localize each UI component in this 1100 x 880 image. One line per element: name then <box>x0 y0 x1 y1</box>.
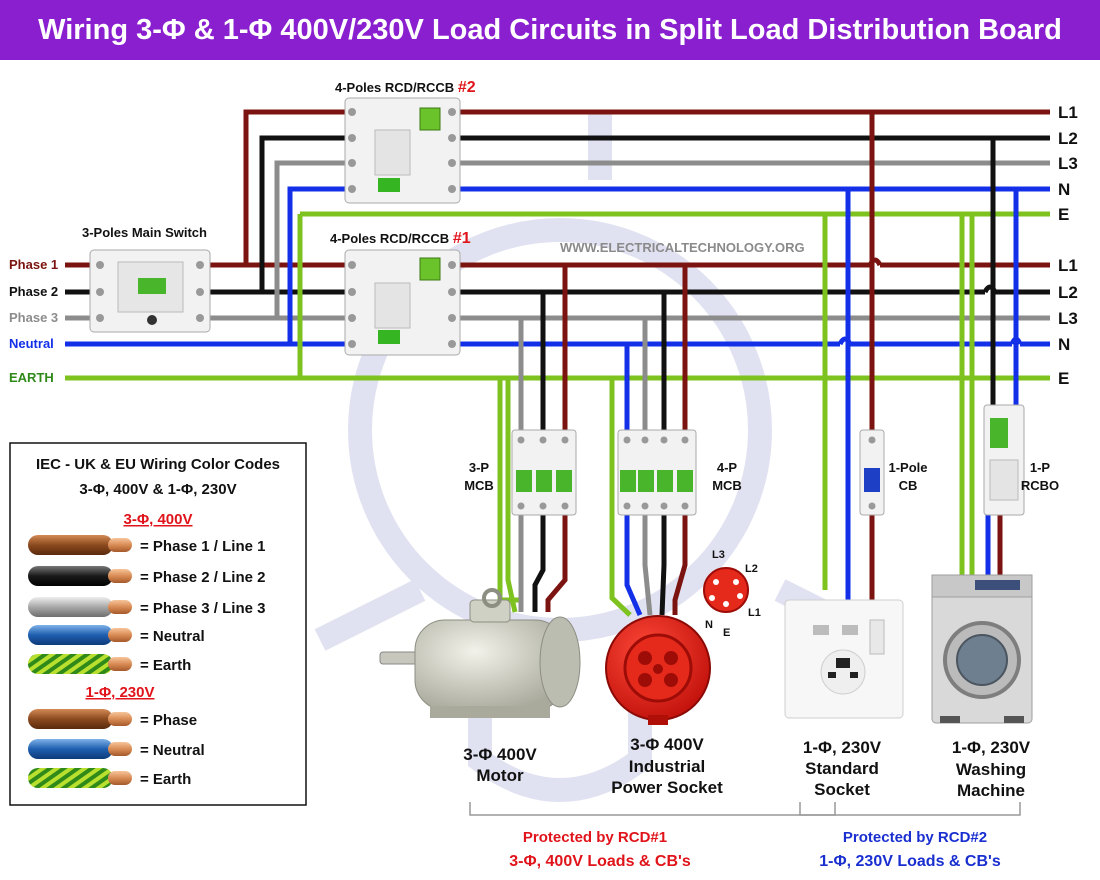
legend-items-3ph: = Phase 1 / Line 1 = Phase 2 / Line 2 = … <box>140 538 265 674</box>
standard-label-1: 1-Φ, 230V <box>803 738 882 757</box>
mcb-3p-label-2: MCB <box>464 478 494 493</box>
busbar-bottom-l1: L1 <box>1058 256 1078 275</box>
supply-phase1-label: Phase 1 <box>9 257 58 272</box>
rccb-1-label: 4-Poles RCD/RCCB #1 <box>330 230 471 247</box>
main-switch <box>89 249 211 333</box>
industrial-label-3: Power Socket <box>611 778 723 797</box>
socket-pinout <box>703 567 749 613</box>
mcb-4p-label-2: MCB <box>712 478 742 493</box>
legend-cables-3ph <box>28 535 132 674</box>
standard-label-2: Standard <box>805 759 879 778</box>
legend-item-1ph-earth: = Earth <box>140 771 191 788</box>
busbar-bottom-n: N <box>1058 335 1070 354</box>
blue-cable-icon <box>28 625 132 645</box>
industrial-label-1: 3-Φ 400V <box>630 735 704 754</box>
pin-l2: L2 <box>745 563 758 575</box>
legend-title-1: IEC - UK & EU Wiring Color Codes <box>36 456 280 473</box>
legend-item-phase3: = Phase 3 / Line 3 <box>140 600 265 617</box>
group-rcd2-line2: 1-Φ, 230V Loads & CB's <box>819 853 1001 870</box>
industrial-label-2: Industrial <box>629 757 706 776</box>
busbar-top-l3: L3 <box>1058 154 1078 173</box>
green-yellow-cable-icon <box>28 654 132 674</box>
brown-cable-icon <box>28 709 132 729</box>
pin-n: N <box>705 619 713 631</box>
busbar-labels-bottom: L1 L2 L3 N E <box>1058 256 1078 388</box>
rcbo-label-1: 1-P <box>1030 460 1051 475</box>
motor-illustration <box>379 588 581 718</box>
rccb-2-label: 4-Poles RCD/RCCB #2 <box>335 79 476 96</box>
legend-item-neutral: = Neutral <box>140 628 205 645</box>
supply-phase3-label: Phase 3 <box>9 310 58 325</box>
legend-item-1ph-neutral: = Neutral <box>140 742 205 759</box>
page-title: Wiring 3-Φ & 1-Φ 400V/230V Load Circuits… <box>0 0 1100 60</box>
mcb-4p <box>617 429 697 516</box>
mcb-4p-label-1: 4-P <box>717 460 738 475</box>
cb-1p <box>859 429 885 516</box>
busbar-bottom-l3: L3 <box>1058 309 1078 328</box>
group-brackets <box>469 802 1021 816</box>
busbar-bottom-e: E <box>1058 369 1069 388</box>
supply-neutral-label: Neutral <box>9 336 54 351</box>
rcbo <box>983 404 1025 516</box>
busbar-top-l1: L1 <box>1058 103 1078 122</box>
watermark-url: WWW.ELECTRICALTECHNOLOGY.ORG <box>560 240 805 255</box>
mcb-3p-label-1: 3-P <box>469 460 490 475</box>
legend-item-phase1: = Phase 1 / Line 1 <box>140 538 265 555</box>
group-rcd1-line1: Protected by RCD#1 <box>523 829 667 846</box>
rccb-2 <box>344 97 461 204</box>
cb-1p-label-1: 1-Pole <box>888 460 927 475</box>
busbar-top-e: E <box>1058 205 1069 224</box>
rccb-1 <box>344 249 461 356</box>
pin-l1: L1 <box>748 607 761 619</box>
washing-machine-illustration <box>931 574 1033 724</box>
grey-cable-icon <box>28 597 132 617</box>
supply-earth-label: EARTH <box>9 370 54 385</box>
motor-label-2: Motor <box>476 766 524 785</box>
busbar-labels-top: L1 L2 L3 N E <box>1058 103 1078 224</box>
standard-socket-illustration <box>784 599 904 719</box>
legend-item-earth: = Earth <box>140 657 191 674</box>
washing-label-2: Washing <box>956 760 1026 779</box>
motor-label-1: 3-Φ 400V <box>463 745 537 764</box>
standard-label-3: Socket <box>814 780 870 799</box>
green-yellow-cable-icon <box>28 768 132 788</box>
cb-1p-label-2: CB <box>899 478 918 493</box>
legend-section-1: 3-Φ, 400V <box>123 511 192 528</box>
busbar-top-l2: L2 <box>1058 129 1078 148</box>
black-cable-icon <box>28 566 132 586</box>
rcbo-label-2: RCBO <box>1021 478 1059 493</box>
washing-label-1: 1-Φ, 230V <box>952 738 1031 757</box>
legend-item-phase2: = Phase 2 / Line 2 <box>140 569 265 586</box>
legend-title-2: 3-Φ, 400V & 1-Φ, 230V <box>79 481 236 498</box>
legend-cables-1ph <box>28 709 132 788</box>
legend-item-1ph-phase: = Phase <box>140 712 197 729</box>
legend-items-1ph: = Phase = Neutral = Earth <box>140 712 205 788</box>
brown-cable-icon <box>28 535 132 555</box>
group-rcd2-line1: Protected by RCD#2 <box>843 829 987 846</box>
legend-section-2: 1-Φ, 230V <box>85 684 154 701</box>
diagram-canvas: L1 L2 L3 N E L1 L2 L3 N E Phase 1 Phase … <box>9 79 1078 870</box>
busbar-bottom-l2: L2 <box>1058 283 1078 302</box>
blue-cable-icon <box>28 739 132 759</box>
pin-e: E <box>723 627 730 639</box>
mcb-3p <box>511 429 577 516</box>
supply-labels: Phase 1 Phase 2 Phase 3 Neutral EARTH <box>9 257 58 385</box>
pin-l3: L3 <box>712 549 725 561</box>
washing-label-3: Machine <box>957 781 1025 800</box>
busbar-top-n: N <box>1058 180 1070 199</box>
group-rcd1-line2: 3-Φ, 400V Loads & CB's <box>509 853 691 870</box>
main-switch-label: 3-Poles Main Switch <box>82 225 207 240</box>
industrial-socket-illustration <box>605 615 711 725</box>
supply-phase2-label: Phase 2 <box>9 284 58 299</box>
